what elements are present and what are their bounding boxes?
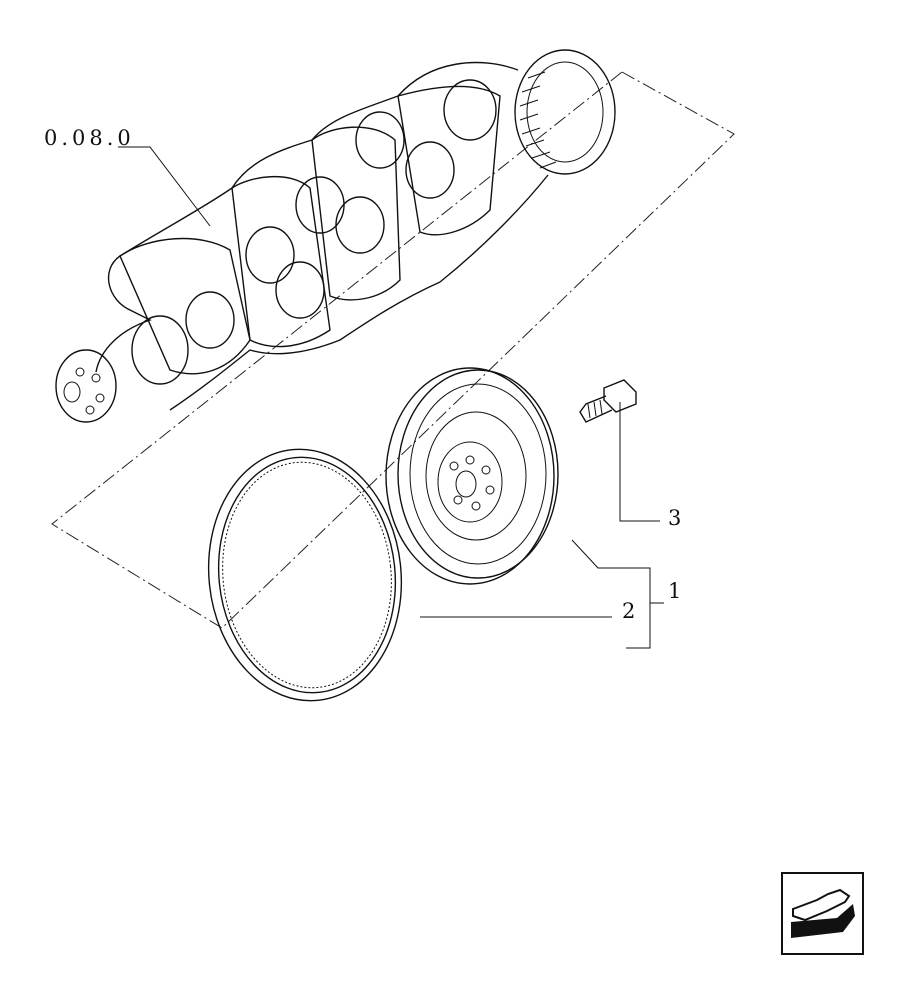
assembly-outline — [51, 71, 735, 629]
callout-1: 1 — [668, 579, 682, 603]
bolt — [579, 379, 637, 423]
ring-gear — [207, 448, 403, 702]
callout-3: 3 — [668, 506, 682, 530]
flywheel — [385, 367, 559, 585]
back-navigation-button[interactable] — [781, 872, 864, 955]
callout-leaders — [420, 402, 664, 649]
reference-leader — [118, 146, 211, 227]
reference-label: 0.08.0 — [44, 126, 135, 150]
back-arrow-icon — [791, 888, 855, 938]
callout-2: 2 — [622, 599, 636, 623]
crankshaft — [55, 49, 616, 423]
